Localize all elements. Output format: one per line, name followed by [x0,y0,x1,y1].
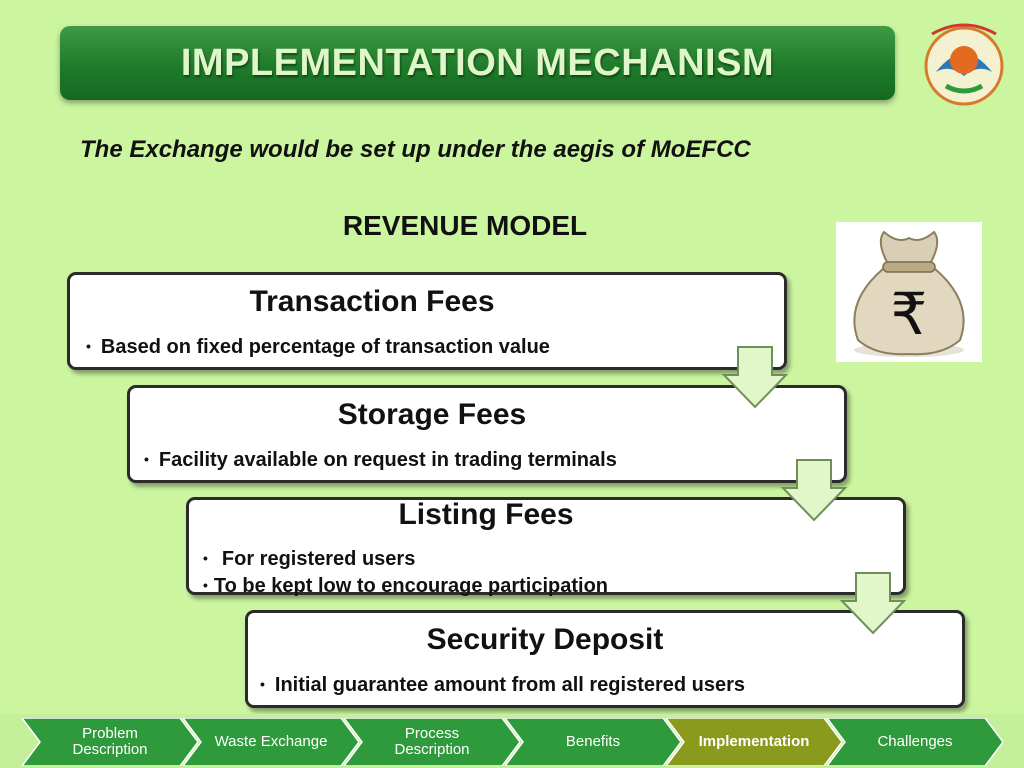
revenue-model-heading: REVENUE MODEL [342,210,588,241]
ministry-emblem-icon [924,23,1004,106]
nav-item-challenges[interactable]: Challenges [877,733,953,750]
nav-chevron-shape [505,718,681,766]
nav-chevron-shape [666,718,842,766]
svg-text:₹: ₹ [891,280,928,348]
step-box-listing-fees: Listing Fees •For registered users •To b… [186,497,906,597]
bullet-dot-icon: • [203,550,208,566]
step-bullet: •For registered users [203,548,416,570]
bullet-dot-icon: • [86,338,91,354]
nav-item-waste-exchange[interactable]: Waste Exchange [214,733,328,750]
step-bullet: •Based on fixed percentage of transactio… [86,336,550,358]
step-title: Transaction Fees [249,285,495,318]
nav-chevron-shape [344,718,520,766]
step-bullet: •Initial guarantee amount from all regis… [260,674,746,696]
rupee-moneybag-icon: ₹ [836,222,982,362]
title-banner: IMPLEMENTATION MECHANISM [60,26,895,100]
page-title: IMPLEMENTATION MECHANISM [180,41,775,84]
step-box-transaction-fees: Transaction Fees •Based on fixed percent… [67,272,787,370]
step-title: Storage Fees [337,398,527,431]
bullet-dot-icon: • [203,577,208,593]
nav-item-benefits[interactable]: Benefits [565,733,621,750]
down-arrow-icon [839,572,907,635]
step-box-storage-fees: Storage Fees •Facility available on requ… [127,385,847,483]
step-box-security-deposit: Security Deposit •Initial guarantee amou… [245,610,965,708]
bullet-dot-icon: • [144,451,149,467]
nav-chevron-shape [183,718,359,766]
step-bullet: •Facility available on request in tradin… [144,449,617,471]
step-title: Listing Fees [398,498,574,531]
nav-item-implementation[interactable]: Implementation [698,733,810,750]
step-bullet: •To be kept low to encourage participati… [203,575,609,597]
down-arrow-icon [780,459,848,522]
down-arrow-icon [721,346,789,409]
nav-chevron-shape [22,718,198,766]
subtitle: The Exchange would be set up under the a… [80,136,751,163]
step-title: Security Deposit [426,623,664,656]
nav-chevron-shape [827,718,1003,766]
bullet-dot-icon: • [260,676,265,692]
